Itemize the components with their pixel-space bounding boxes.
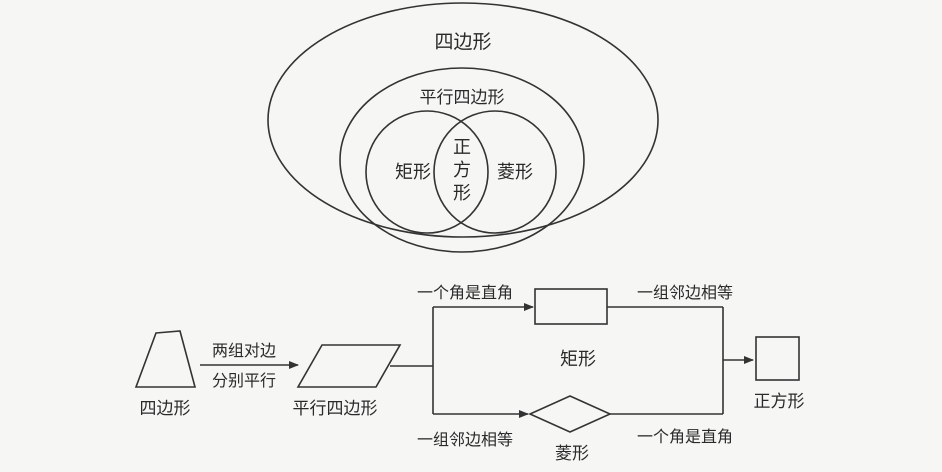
flow-bottom-branch-left-label: 一组邻边相等 [417, 430, 513, 449]
venn-square-label-char-2: 方 [453, 160, 471, 181]
flow-parallelogram-label: 平行四边形 [293, 399, 378, 419]
flow-square-shape [755, 336, 800, 381]
flow-top-branch-left-label: 一个角是直角 [417, 283, 513, 302]
flow-top-branch-right-label: 一组邻边相等 [637, 283, 733, 302]
parallelogram-set-ellipse [339, 67, 585, 253]
flow-square-label: 正方形 [754, 392, 805, 412]
flow-rhombus-label: 菱形 [555, 444, 589, 464]
venn-rhombus-label: 菱形 [497, 162, 533, 183]
venn-rectangle-label: 矩形 [395, 162, 431, 183]
flow-condition-top-label: 两组对边 [212, 341, 276, 360]
venn-square-label-char-1: 正 [453, 137, 471, 158]
flow-rectangle-label: 矩形 [560, 349, 596, 370]
venn-quadrilateral-label: 四边形 [434, 31, 491, 53]
quadrilateral-set-ellipse [267, 2, 659, 238]
flow-rectangle-shape [534, 288, 608, 325]
flow-parallelogram-shape [296, 344, 402, 388]
flow-quadrilateral-shape [134, 330, 197, 388]
rhombus-set-circle [433, 110, 557, 234]
flow-rhombus-shape [528, 395, 612, 433]
flow-condition-bottom-label: 分别平行 [212, 371, 276, 390]
rectangle-set-circle [365, 110, 489, 234]
flow-bottom-branch-right-label: 一个角是直角 [637, 427, 733, 446]
venn-parallelogram-label: 平行四边形 [420, 88, 505, 108]
flow-quadrilateral-label: 四边形 [140, 399, 191, 419]
venn-square-label-char-3: 形 [453, 183, 471, 204]
